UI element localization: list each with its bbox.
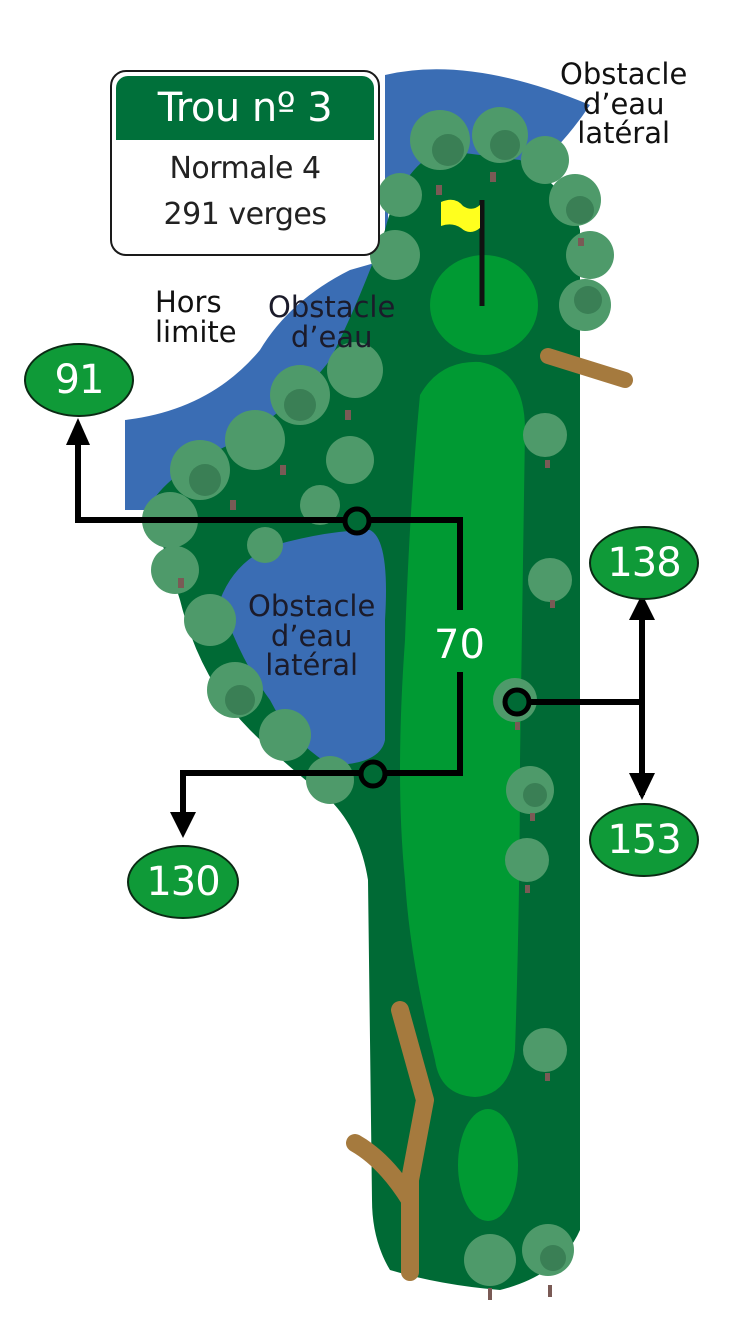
label-line: latéral: [577, 116, 671, 151]
par-label: Normale 4: [169, 151, 321, 186]
distance-label: 291 verges: [163, 197, 327, 232]
lateral-water-hazard: [220, 530, 386, 765]
out-of-bounds-label: Hors limite: [155, 285, 237, 349]
label-line: Obstacle: [248, 589, 376, 623]
yardage-badge-153: 153: [589, 803, 699, 877]
yardage-badge-91: 91: [24, 343, 134, 417]
flag-icon: [441, 199, 480, 232]
between-markers-yardage: 70: [434, 622, 485, 668]
yardage-badge-130: 130: [127, 845, 239, 919]
hole-title: Trou nº 3: [116, 76, 374, 140]
water-hazard-label: Obstacle d’eau: [268, 290, 396, 354]
hole-info-sign: Trou nº 3 Normale 4 291 verges: [110, 70, 380, 256]
arrowheads: [66, 418, 655, 838]
lateral-hazard-top-label: Obstacle d’eau latéral: [560, 57, 688, 151]
label-line: Obstacle: [268, 290, 396, 324]
cart-path-bottom: [346, 1001, 434, 1281]
label-line: d’eau: [270, 618, 353, 653]
label-line: Hors: [155, 285, 222, 319]
label-line: d’eau: [290, 319, 373, 354]
cart-path-top: [540, 348, 633, 388]
label-line: d’eau: [582, 86, 665, 121]
yardage-lines: [75, 430, 645, 830]
trees: [142, 107, 614, 1300]
sprinkler-markers: [342, 506, 532, 789]
yardage-badge-138: 138: [589, 526, 699, 600]
tee-box: [458, 1109, 518, 1221]
label-line: Obstacle: [560, 57, 688, 91]
label-line: latéral: [265, 648, 359, 683]
lateral-hazard-mid-label: Obstacle d’eau latéral: [248, 589, 376, 683]
label-line: limite: [155, 314, 237, 349]
